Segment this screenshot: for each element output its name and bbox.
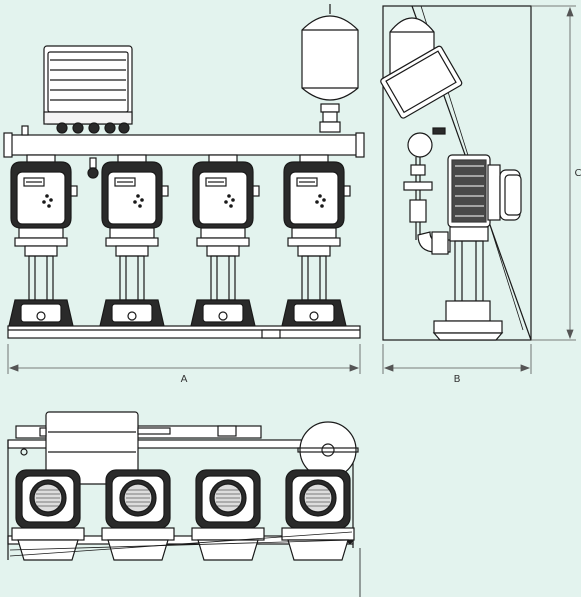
side-gauge (407, 132, 433, 158)
top-control-box (39, 411, 237, 485)
side-motor (447, 154, 522, 228)
dimension-b-label: B (454, 374, 461, 385)
front-pump-4 (281, 154, 351, 327)
top-pump-1 (11, 469, 85, 561)
discharge-manifold (3, 125, 365, 179)
top-pumps (11, 469, 355, 561)
side-control-box (380, 45, 463, 119)
top-view (7, 411, 361, 597)
dimension-c (531, 5, 576, 341)
top-pump-3 (191, 469, 265, 561)
expansion-vessel (301, 4, 359, 133)
top-pump-2 (101, 469, 175, 561)
front-pump-3 (190, 154, 260, 327)
front-pumps (8, 154, 351, 327)
dimension-c-label: C (575, 168, 581, 179)
dimension-a (7, 344, 361, 374)
dimension-b (382, 344, 532, 374)
front-pump-2 (99, 154, 169, 327)
front-pump-1 (8, 154, 78, 327)
dimension-a-label: A (181, 374, 188, 385)
side-view (380, 5, 532, 341)
control-box (43, 45, 133, 134)
base-frame (7, 325, 361, 339)
top-pump-4 (281, 469, 355, 561)
front-view (3, 4, 365, 339)
